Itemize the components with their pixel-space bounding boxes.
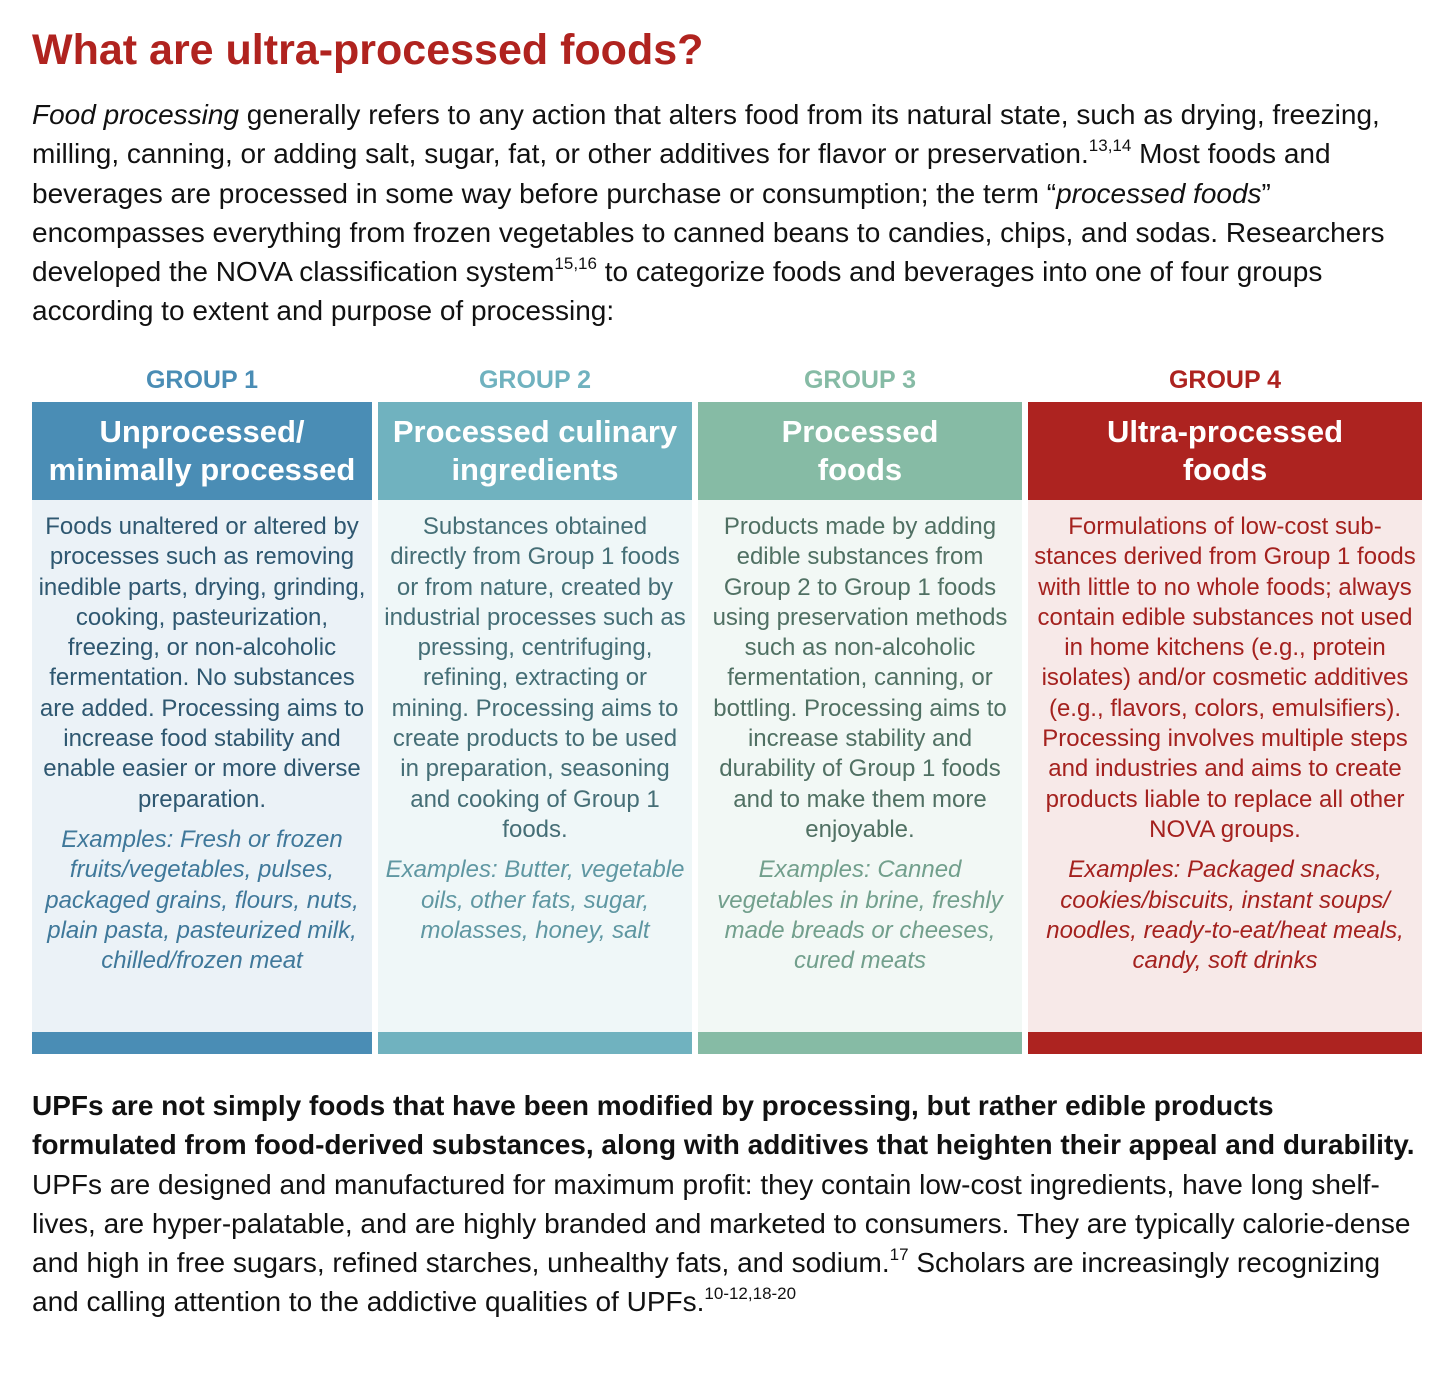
group-2-bottom-bar [378, 1032, 692, 1054]
outro-bold-statement: UPFs are not simply foods that have been… [32, 1090, 1415, 1161]
intro-paragraph: Food processing generally refers to any … [32, 95, 1422, 331]
outro-reference-2: 10-12,18-20 [704, 1284, 797, 1304]
group-3-examples: Examples: Canned vegetables in brine, fr… [717, 856, 1003, 975]
group-4-label: GROUP 4 [1168, 366, 1282, 394]
group-3-title: Processed foods [698, 402, 1022, 500]
group-4-title: Ultra-processed foods [1028, 402, 1422, 500]
intro-emphasis-processed-foods: processed foods [1056, 177, 1262, 209]
intro-text-3: ” encompasses everything from frozen veg… [32, 177, 1385, 288]
outro-reference-1: 17 [889, 1245, 909, 1265]
group-1-column: GROUP 1 Unprocessed/ minimally processed… [32, 362, 372, 1054]
group-4-bottom-bar [1028, 1032, 1422, 1054]
group-4-body: Formulations of low-cost sub-stances der… [1028, 500, 1422, 1032]
group-3-label: GROUP 3 [803, 366, 917, 394]
page-title: What are ultra-processed foods? [32, 26, 704, 74]
intro-emphasis-food-processing: Food processing [32, 99, 240, 130]
group-3-body: Products made by adding edible substance… [698, 500, 1022, 1032]
group-2-examples: Examples: Butter, vegetable oils, other … [385, 856, 685, 944]
intro-text-2: Most foods and beverages are processed i… [32, 138, 1331, 209]
group-2-column: GROUP 2 Processed culinary ingredients S… [378, 362, 692, 1054]
outro-paragraph: UPFs are not simply foods that have been… [32, 1086, 1422, 1322]
outro-text-1: UPFs are designed and manufactured for m… [32, 1168, 1411, 1279]
group-3-column: GROUP 3 Processed foods Products made by… [698, 362, 1022, 1054]
group-2-title: Processed culinary ingredients [378, 402, 692, 500]
group-1-description: Foods unaltered or altered by processes … [38, 513, 366, 813]
group-3-description: Products made by adding edible substance… [712, 513, 1008, 843]
outro-text-2: Scholars are increasingly recognizing an… [32, 1247, 1381, 1318]
group-2-label: GROUP 2 [478, 366, 592, 394]
group-3-bottom-bar [698, 1032, 1022, 1054]
group-1-label: GROUP 1 [145, 366, 259, 394]
group-1-body: Foods unaltered or altered by processes … [32, 500, 372, 1032]
intro-text-1: generally refers to any action that alte… [32, 99, 1380, 170]
group-4-examples: Examples: Packaged snacks, cookies/biscu… [1046, 856, 1404, 975]
intro-text-4: to categorize foods and beverages into o… [32, 256, 1323, 327]
nova-groups-table: GROUP 1 Unprocessed/ minimally processed… [32, 362, 1422, 1054]
group-1-title: Unprocessed/ minimally processed [32, 402, 372, 500]
group-2-description: Substances obtained directly from Group … [384, 513, 686, 843]
group-1-bottom-bar [32, 1032, 372, 1054]
group-4-description: Formulations of low-cost sub-stances der… [1034, 513, 1416, 843]
group-4-column: GROUP 4 Ultra-processed foods Formulatio… [1028, 362, 1422, 1054]
intro-reference-1: 13,14 [1088, 136, 1132, 156]
group-1-examples: Examples: Fresh or frozen fruits/vegetab… [45, 825, 359, 975]
intro-reference-2: 15,16 [554, 254, 597, 274]
group-2-body: Substances obtained directly from Group … [378, 500, 692, 1032]
